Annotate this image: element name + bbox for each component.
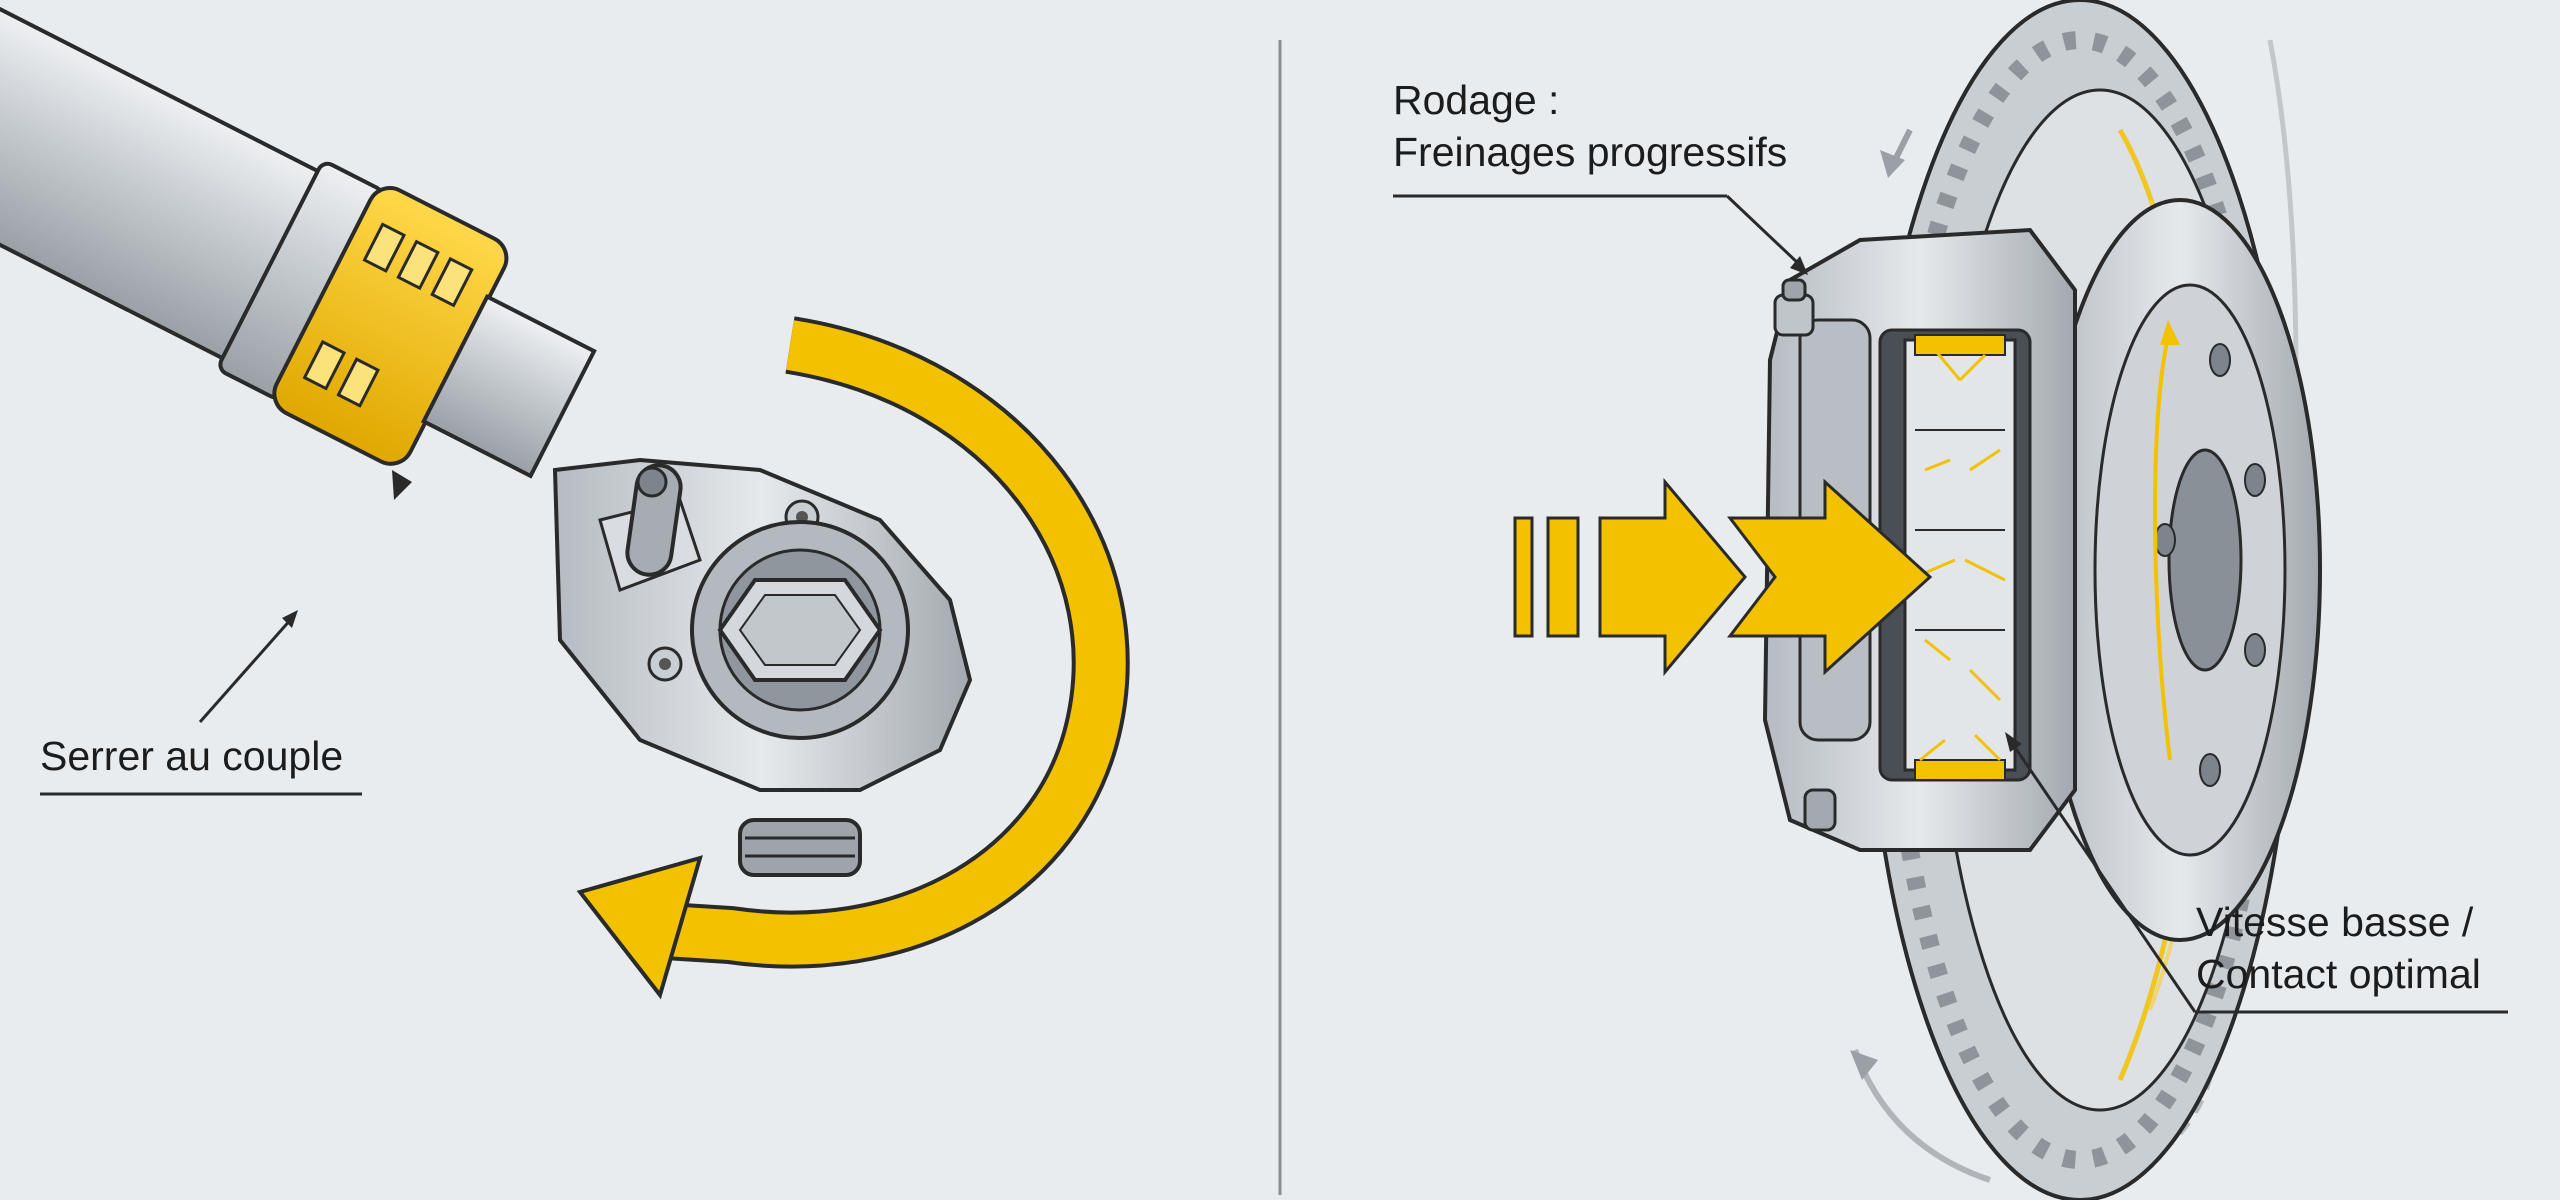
speed-label: Vitesse basse / Contact optimal	[2196, 896, 2481, 1000]
torque-leader-line	[198, 617, 294, 723]
torque-label-text: Serrer au couple	[40, 733, 344, 779]
break-in-label: Rodage : Freinages progressifs	[1393, 74, 1787, 178]
break-in-leader-line	[1725, 194, 1802, 267]
break-in-detail: Freinages progressifs	[1393, 129, 1788, 175]
pressure-arrow-icon	[1513, 477, 1933, 677]
torque-wrench-icon	[0, 0, 973, 877]
rotation-arrow-icon	[576, 316, 1130, 1000]
speed-leader-line	[2008, 739, 2197, 1013]
break-in-title: Rodage :	[1393, 77, 1560, 123]
speed-line-1: Vitesse basse /	[2196, 899, 2474, 945]
torque-label: Serrer au couple	[40, 730, 343, 782]
brake-caliper-icon	[1762, 227, 2077, 852]
speed-line-2: Contact optimal	[2196, 951, 2481, 997]
